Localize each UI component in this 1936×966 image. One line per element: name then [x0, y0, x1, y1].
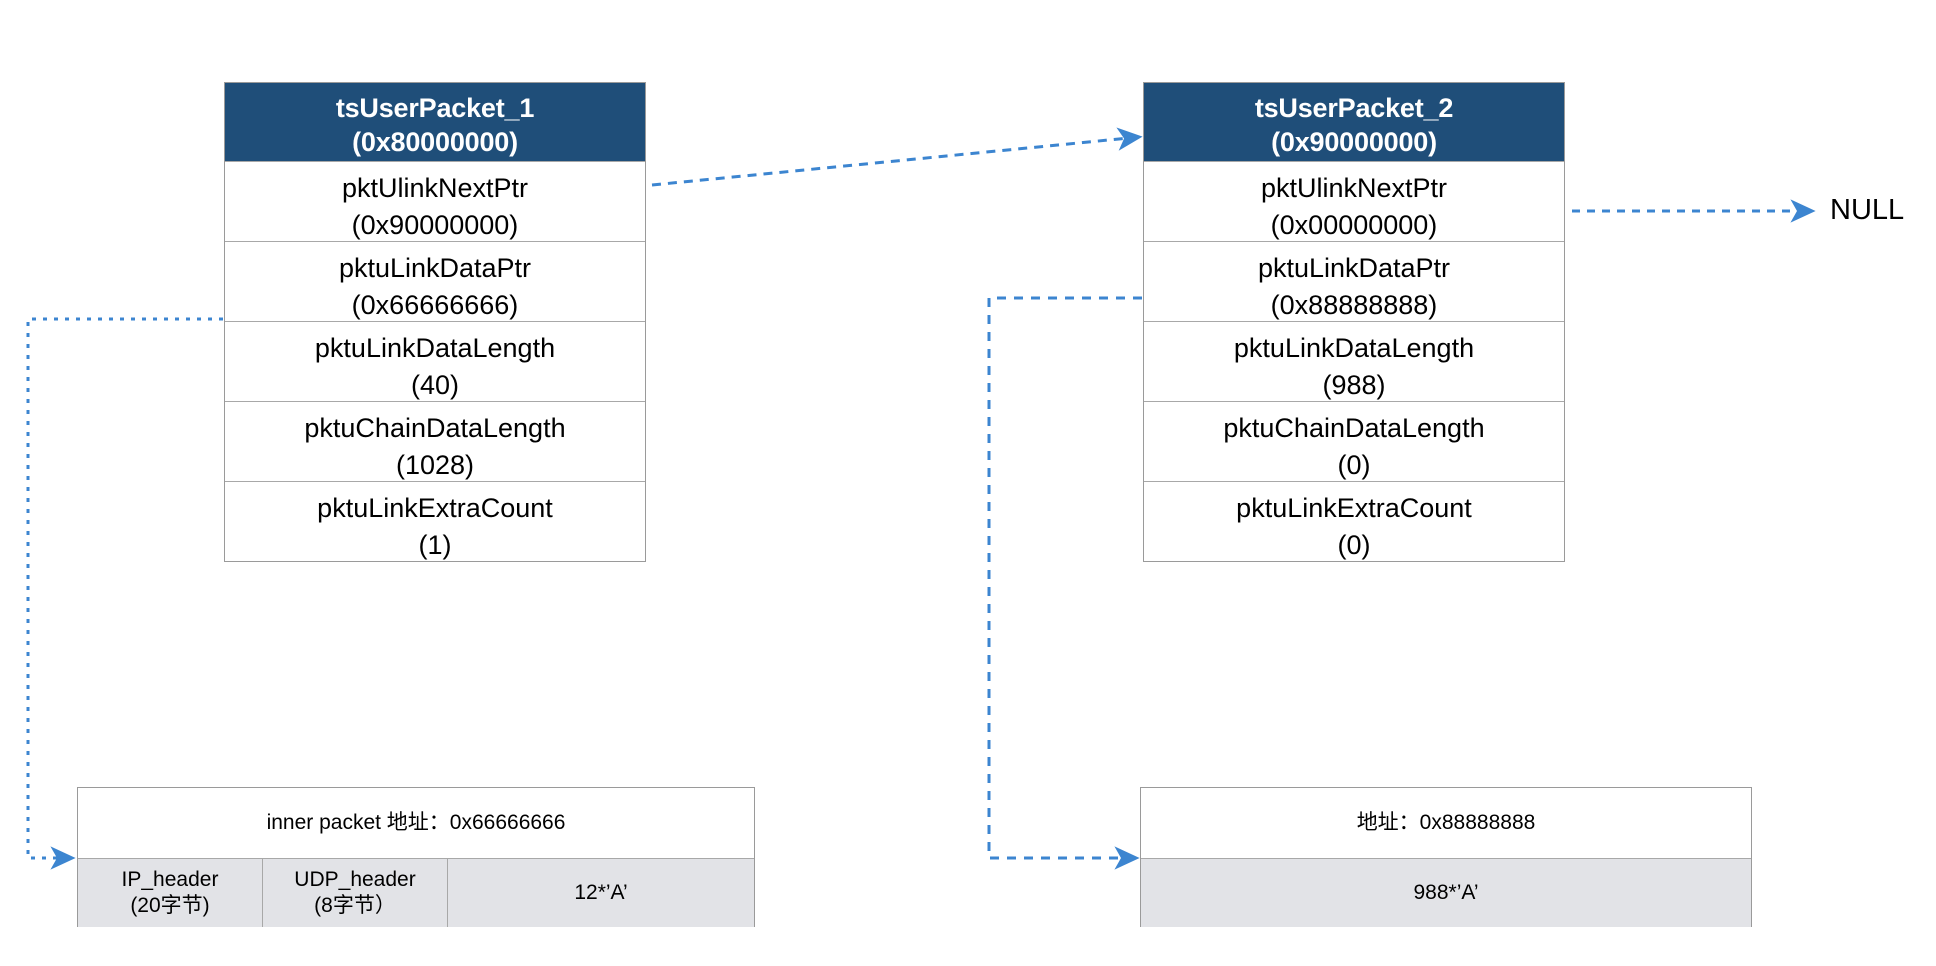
field-name: pktuLinkDataPtr [1257, 253, 1451, 283]
packet-1-header-name: tsUserPacket_1 [335, 93, 535, 123]
cell-sub: (8字节） [314, 894, 396, 917]
packet-2-field-pktulinkdataptr: pktuLinkDataPtr (0x88888888) [1144, 241, 1564, 321]
field-value: (1028) [395, 450, 475, 480]
field-value: (40) [410, 370, 459, 400]
cell-name: 988*’A’ [1413, 881, 1479, 904]
packet-2-field-pktuchaindatalength: pktuChainDataLength (0) [1144, 401, 1564, 481]
field-value: (0x88888888) [1270, 290, 1438, 320]
field-value: (0x66666666) [351, 290, 519, 320]
packet-2-header-address: (0x90000000) [1271, 127, 1437, 157]
buffer-2-cells: 988*’A’ [1141, 858, 1751, 927]
packet-1-field-pktulinkextracount: pktuLinkExtraCount (1) [225, 481, 645, 561]
packet-1-field-pktulinkdatalength: pktuLinkDataLength (40) [225, 321, 645, 401]
packet-1-header: tsUserPacket_1 (0x80000000) [225, 83, 645, 161]
field-name: pktuChainDataLength [304, 413, 566, 443]
field-name: pktuLinkExtraCount [317, 493, 553, 523]
packet-1-field-pktulinkdataptr: pktuLinkDataPtr (0x66666666) [225, 241, 645, 321]
buffer-1-cell-payload: 12*’A’ [448, 859, 754, 927]
connector-packet1-data-to-buffer1 [26, 317, 223, 870]
field-name: pktUlinkNextPtr [1260, 173, 1448, 203]
field-name: pktuChainDataLength [1223, 413, 1485, 443]
field-value: (1) [418, 530, 452, 560]
field-name: pktuLinkDataPtr [338, 253, 532, 283]
packet-1-header-address: (0x80000000) [352, 127, 518, 157]
cell-name: 12*’A’ [574, 881, 628, 904]
buffer-1-cells: IP_header (20字节) UDP_header (8字节） 12*’A’ [78, 858, 754, 927]
field-value: (0) [1337, 450, 1371, 480]
cell-name: UDP_header [294, 868, 416, 891]
packet-2-header-name: tsUserPacket_2 [1254, 93, 1454, 123]
field-name: pktuLinkExtraCount [1236, 493, 1472, 523]
buffer-1-cell-ip-header: IP_header (20字节) [78, 859, 263, 927]
cell-sub: (20字节) [130, 894, 210, 917]
packet-2-field-pktulinknextptr: pktUlinkNextPtr (0x00000000) [1144, 161, 1564, 241]
buffer-2-cell-payload: 988*’A’ [1141, 859, 1751, 927]
field-value: (0x00000000) [1270, 210, 1438, 240]
field-name: pktuLinkDataLength [1233, 333, 1475, 363]
field-value: (0) [1337, 530, 1371, 560]
packet-table-1: tsUserPacket_1 (0x80000000) pktUlinkNext… [224, 82, 646, 562]
packet-1-field-pktuchaindatalength: pktuChainDataLength (1028) [225, 401, 645, 481]
buffer-box-2: 地址：0x88888888 988*’A’ [1140, 787, 1752, 927]
cell-name: IP_header [121, 868, 219, 891]
packet-2-header: tsUserPacket_2 (0x90000000) [1144, 83, 1564, 161]
packet-2-field-pktulinkextracount: pktuLinkExtraCount (0) [1144, 481, 1564, 561]
buffer-1-cell-udp-header: UDP_header (8字节） [263, 859, 448, 927]
field-name: pktuLinkDataLength [314, 333, 556, 363]
connector-packet2-data-to-buffer2 [987, 296, 1142, 870]
null-label: NULL [1830, 194, 1905, 226]
field-value: (0x90000000) [351, 210, 519, 240]
field-name: pktUlinkNextPtr [341, 173, 529, 203]
field-value: (988) [1322, 370, 1386, 400]
packet-1-field-pktulinknextptr: pktUlinkNextPtr (0x90000000) [225, 161, 645, 241]
connector-packet1-next-to-packet2 [651, 127, 1143, 187]
packet-table-2: tsUserPacket_2 (0x90000000) pktUlinkNext… [1143, 82, 1565, 562]
packet-2-field-pktulinkdatalength: pktuLinkDataLength (988) [1144, 321, 1564, 401]
buffer-box-1: inner packet 地址：0x66666666 IP_header (20… [77, 787, 755, 927]
buffer-1-title: inner packet 地址：0x66666666 [78, 788, 754, 858]
buffer-2-title: 地址：0x88888888 [1141, 788, 1751, 858]
